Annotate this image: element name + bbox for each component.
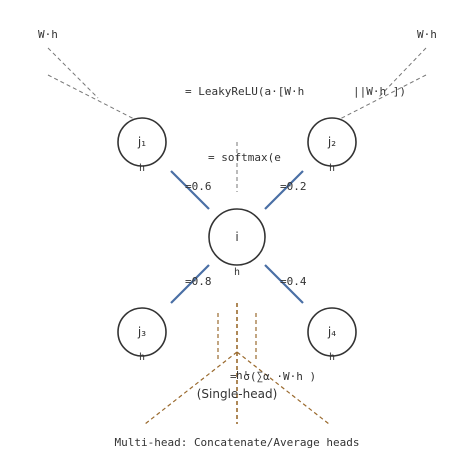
weight-bottom-right: =0.4 <box>280 275 307 288</box>
softmax-equation: = softmax(e <box>208 151 281 164</box>
aggregation-caption: (Single-head) <box>197 387 278 401</box>
attention-edges <box>170 170 304 304</box>
leaky-relu-equation: = LeakyReLU(a·[W·h <box>185 85 304 98</box>
node-i-feature: h <box>234 267 240 278</box>
node-j2-circle <box>307 117 357 167</box>
aggregation-formula: = σ(∑α ·W·h ) <box>230 370 316 383</box>
node-j1-label: j₁ <box>137 135 146 149</box>
dash-top-left-1 <box>47 47 99 99</box>
node-j3: j₃ h <box>117 307 167 363</box>
node-j4: j₄ h <box>307 307 357 363</box>
dash-top-right-1 <box>377 47 427 99</box>
node-i: i h <box>208 208 266 278</box>
weight-top-right: =0.2 <box>280 180 307 193</box>
node-j1: j₁ h <box>117 117 167 174</box>
node-i-label: i <box>235 230 238 244</box>
agg-fan-left <box>144 351 238 425</box>
node-j3-feature: h <box>139 352 145 363</box>
edge-bottom-left <box>170 264 210 304</box>
leaky-relu-equation-end: ||W·h ]) <box>353 85 406 98</box>
edge-top-right <box>264 170 304 210</box>
edge-bottom-right <box>264 264 304 304</box>
dash-top-left-2 <box>47 74 141 123</box>
top-right-label: W·h <box>417 28 437 41</box>
node-j4-circle <box>307 307 357 357</box>
dash-top-right-2 <box>333 74 427 123</box>
node-j1-circle <box>117 117 167 167</box>
node-j1-feature: h <box>139 163 145 174</box>
node-j3-label: j₃ <box>137 325 146 339</box>
node-j4-feature: h <box>329 352 335 363</box>
node-j3-circle <box>117 307 167 357</box>
weight-bottom-left: =0.8 <box>185 275 212 288</box>
edge-top-left <box>170 170 210 210</box>
node-j4-label: j₄ <box>327 325 336 339</box>
node-j2: j₂ h <box>307 117 357 174</box>
aggregation-lines <box>144 303 330 425</box>
aggregation-output-symbol: h' <box>236 369 249 382</box>
node-j2-feature: h <box>329 163 335 174</box>
multi-head-footer: Multi-head: Concatenate/Average heads <box>114 436 359 449</box>
weight-top-left: =0.6 <box>185 180 212 193</box>
node-j2-label: j₂ <box>327 135 336 149</box>
attention-input-lines <box>47 47 427 192</box>
node-i-circle <box>208 208 266 266</box>
agg-fan-right <box>236 351 330 425</box>
top-left-label: W·h <box>38 28 58 41</box>
